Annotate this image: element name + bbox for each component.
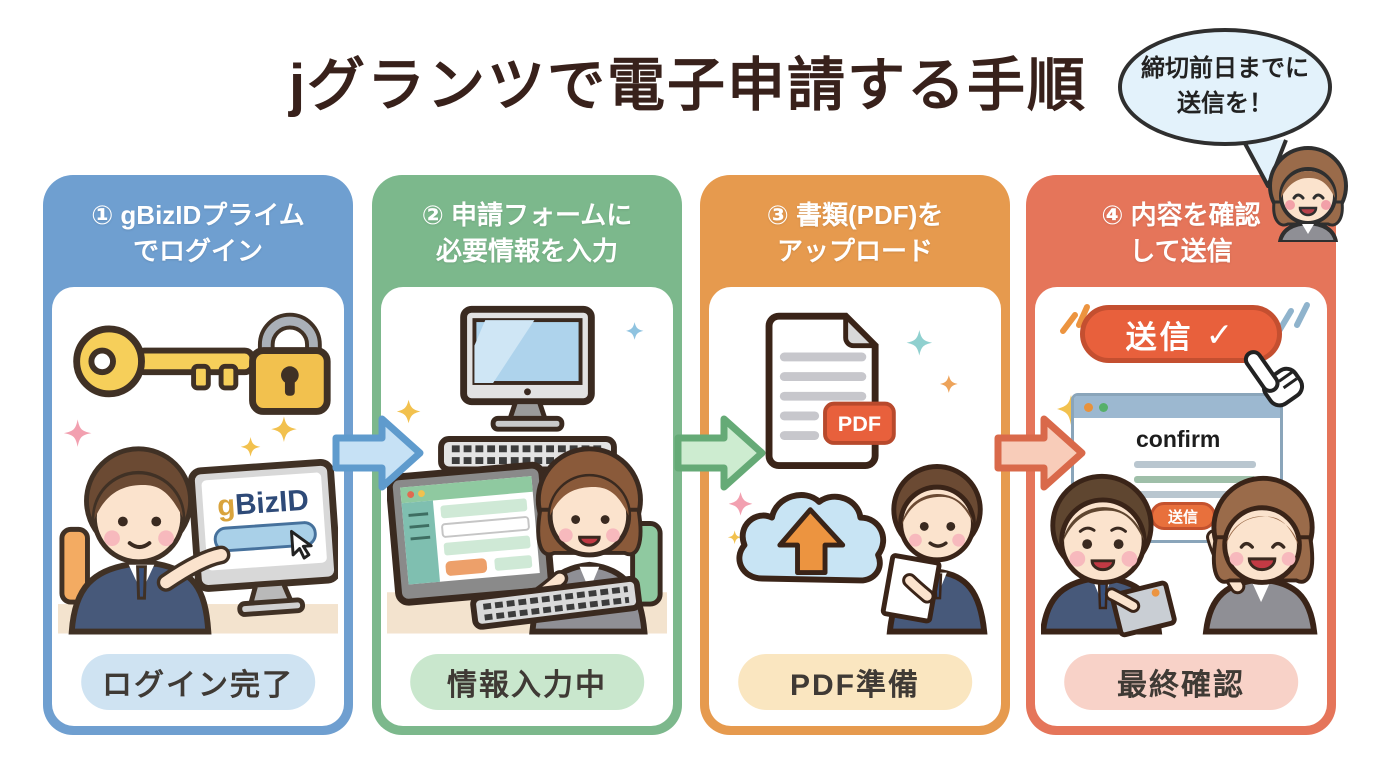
man-character xyxy=(880,464,988,635)
sparkle-icon xyxy=(63,419,92,447)
step-3-heading: ③ 書類(PDF)を アップロード xyxy=(700,175,1010,287)
browser-dot-green xyxy=(1099,402,1108,412)
desktop-computer-icon xyxy=(438,305,617,473)
pdf-badge: PDF xyxy=(823,401,896,445)
step-2-body: 情報入力中 xyxy=(381,287,673,726)
step-1-panel: ① gBizIDプライム でログイン xyxy=(43,175,353,735)
sparkle-icon xyxy=(240,437,261,457)
step-3-body: PDF xyxy=(709,287,1001,726)
step-3-panel: ③ 書類(PDF)を アップロード xyxy=(700,175,1010,735)
sparkle-icon xyxy=(625,322,644,340)
browser-text-line xyxy=(1134,491,1230,498)
key-icon xyxy=(73,325,256,398)
step-1-body: gBizID xyxy=(52,287,344,726)
flow-arrow-2 xyxy=(674,415,766,491)
form-monitor xyxy=(387,461,555,606)
bubble-line-2: 送信を！ xyxy=(1177,90,1273,117)
step-1-status-badge: ログイン完了 xyxy=(81,654,315,710)
step-4-heading-line1: ④ 内容を確認 xyxy=(1101,199,1261,230)
step-2-heading-line2: 必要情報を入力 xyxy=(435,236,618,266)
sparkle-icon xyxy=(906,329,933,356)
sparkle-icon xyxy=(396,399,421,424)
pdf-document-icon: PDF xyxy=(765,312,896,469)
woman-character xyxy=(1202,475,1318,635)
step-1-heading: ① gBizIDプライム でログイン xyxy=(43,175,353,287)
up-arrow-icon xyxy=(777,507,846,576)
browser-title-bar xyxy=(1074,396,1280,418)
step-3-status-badge: PDF準備 xyxy=(738,654,972,710)
mini-send-button: 送信 xyxy=(1150,502,1216,530)
deadline-speech-bubble: 締切前日までに 送信を！ xyxy=(1118,28,1332,146)
lock-icon xyxy=(249,312,331,415)
bubble-woman-character xyxy=(1268,146,1348,242)
hand-cursor-icon xyxy=(1243,350,1305,408)
browser-text-line xyxy=(1134,476,1256,483)
login-input-field xyxy=(213,521,317,553)
svg-text:PDF: PDF xyxy=(838,411,881,436)
keyboard-icon xyxy=(470,575,642,630)
step-3-illustration: PDF xyxy=(715,293,995,640)
sparkle-icon xyxy=(728,492,753,516)
step-3-heading-line2: アップロード xyxy=(776,236,933,266)
step-2-heading-line1: ② 申請フォームに xyxy=(421,199,633,230)
browser-dot-orange xyxy=(1084,402,1093,412)
man-character xyxy=(68,446,231,635)
browser-text-line xyxy=(1134,461,1256,468)
step-4-body: 送信 ✓ xyxy=(1035,287,1327,726)
step-2-heading: ② 申請フォームに 必要情報を入力 xyxy=(372,175,682,287)
flow-arrow-1 xyxy=(332,415,424,491)
step-1-illustration: gBizID xyxy=(58,293,338,640)
flow-arrow-3 xyxy=(994,415,1086,491)
bubble-line-1: 締切前日までに xyxy=(1141,55,1309,83)
emphasis-lines xyxy=(1060,304,1090,334)
gbizid-monitor: gBizID xyxy=(187,458,338,617)
step-3-heading-line1: ③ 書類(PDF)を xyxy=(766,199,944,230)
cloud-upload-icon xyxy=(736,492,887,584)
man-character xyxy=(1041,473,1177,638)
sparkle-icon xyxy=(939,375,958,393)
step-4-heading-line2: して送信 xyxy=(1129,236,1233,266)
step-2-status-badge: 情報入力中 xyxy=(410,654,644,710)
step-4-panel: ④ 内容を確認 して送信 送信 ✓ xyxy=(1026,175,1336,735)
step-4-illustration: 送信 ✓ xyxy=(1041,293,1321,640)
step-1-heading-line2: でログイン xyxy=(132,236,263,266)
confirm-text: confirm xyxy=(1136,426,1221,452)
page-title: jグランツで電子申請する手順 xyxy=(288,53,1088,118)
step-4-status-badge: 最終確認 xyxy=(1064,654,1298,710)
check-icon: ✓ xyxy=(1205,315,1237,353)
step-4-heading: ④ 内容を確認 して送信 xyxy=(1026,175,1336,287)
step-2-panel: ② 申請フォームに 必要情報を入力 xyxy=(372,175,682,735)
cursor-arrow-icon xyxy=(290,529,313,560)
gbizid-logo: gBizID xyxy=(216,484,310,523)
sparkle-icon xyxy=(727,530,742,545)
step-2-illustration xyxy=(387,293,667,640)
sparkle-icon xyxy=(271,416,297,442)
send-button-label: 送信 xyxy=(1125,319,1194,355)
step-1-heading-line1: ① gBizIDプライム xyxy=(91,199,305,230)
